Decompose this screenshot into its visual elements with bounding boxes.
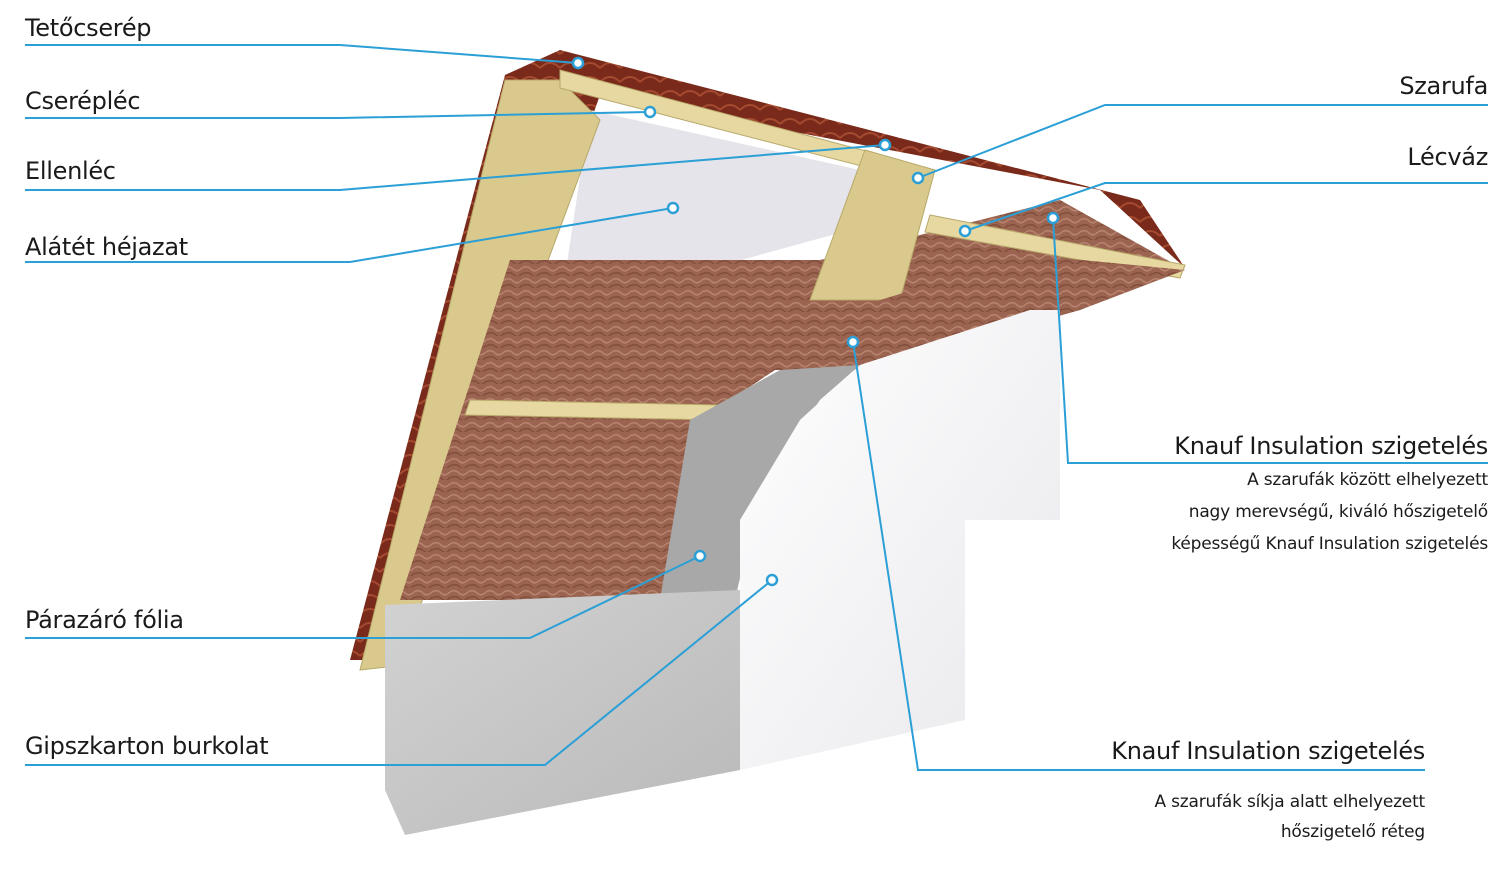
dot-gipszkarton xyxy=(765,573,779,587)
label-ellenlec: Ellenléc xyxy=(25,157,116,185)
label-knauf2-desc-2: hőszigetelő réteg xyxy=(1280,822,1425,842)
leader-ellenlec xyxy=(25,144,886,191)
dot-lecvaz xyxy=(958,224,972,238)
dot-parazaro xyxy=(693,549,707,563)
dot-tetocserep xyxy=(571,56,585,70)
insulation-below-rafters xyxy=(770,255,1185,370)
leader-lecvaz xyxy=(964,182,1488,232)
label-knauf1-title: Knauf Insulation szigetelés xyxy=(1174,432,1488,460)
leader-szarufa xyxy=(917,104,1488,179)
vapour-barrier-foil xyxy=(660,365,860,600)
label-gipszkarton: Gipszkarton burkolat xyxy=(25,732,269,760)
label-knauf1-desc-2: nagy merevségű, kiváló hőszigetelő xyxy=(1188,502,1488,522)
leader-tetocserep xyxy=(25,44,579,64)
leader-knauf2 xyxy=(852,341,1425,771)
dot-szarufa xyxy=(911,171,925,185)
leader-parazaro xyxy=(25,555,701,639)
dot-knauf1 xyxy=(1046,211,1060,225)
label-szarufa: Szarufa xyxy=(1399,72,1488,100)
leader-cereplec xyxy=(25,111,651,119)
plasterboard xyxy=(385,590,740,835)
label-knauf2-desc-1: A szarufák síkja alatt elhelyezett xyxy=(1154,792,1426,812)
leader-gipszkarton xyxy=(25,579,773,766)
dot-cereplec xyxy=(643,105,657,119)
label-knauf2-title: Knauf Insulation szigetelés xyxy=(1111,737,1425,765)
dot-alatet xyxy=(666,201,680,215)
leader-alatet xyxy=(25,207,674,263)
ceiling-panel xyxy=(740,310,1060,770)
label-knauf1-desc-3: képességű Knauf Insulation szigetelés xyxy=(1171,534,1488,554)
label-knauf1-desc-1: A szarufák között elhelyezett xyxy=(1247,470,1488,490)
label-lecvaz: Lécváz xyxy=(1407,143,1488,171)
leader-knauf1 xyxy=(1052,217,1488,464)
dot-ellenlec xyxy=(878,138,892,152)
label-cereplec: Cserépléc xyxy=(25,87,141,115)
label-alatet: Alátét héjazat xyxy=(25,233,188,261)
label-tetocserep: Tetőcserép xyxy=(25,14,152,42)
label-parazaro: Párazáró fólia xyxy=(25,606,184,634)
dot-knauf2 xyxy=(846,335,860,349)
